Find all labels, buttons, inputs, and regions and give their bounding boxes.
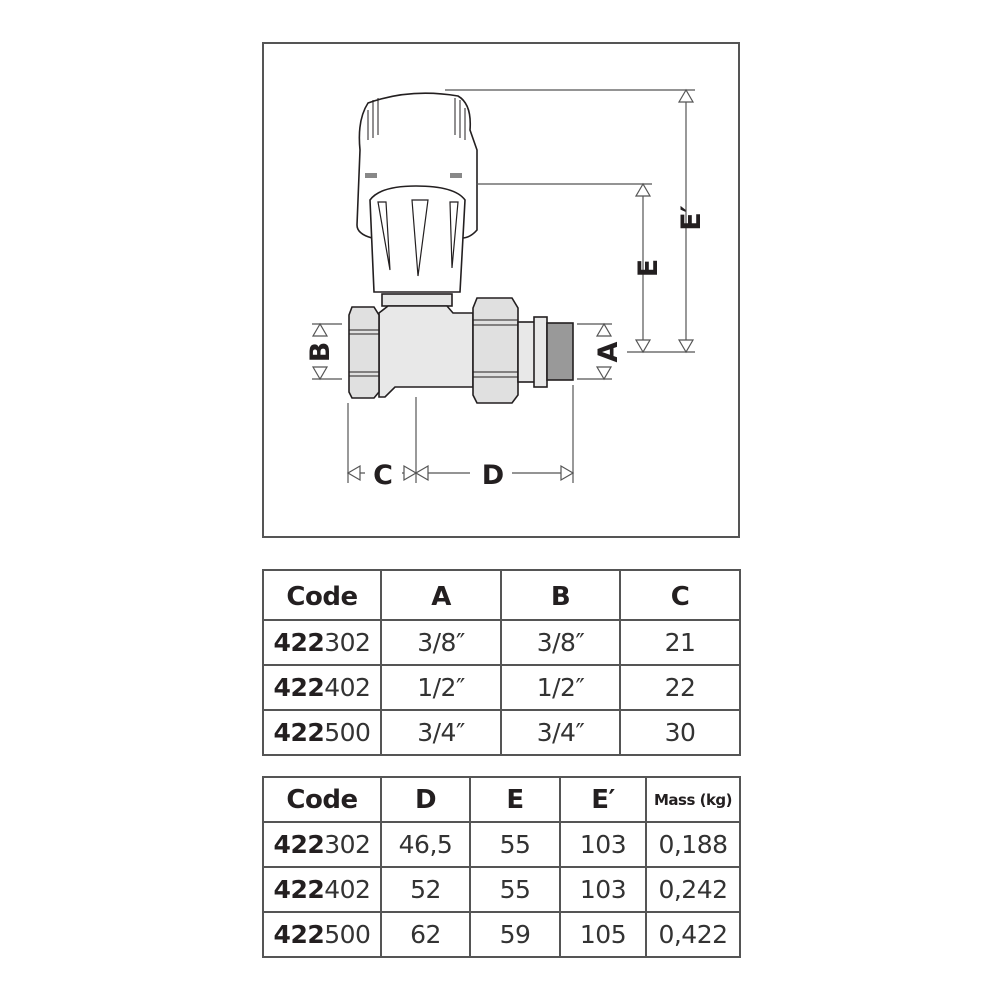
header-a: A [380, 569, 502, 621]
cell-c: 21 [619, 619, 741, 666]
table-row: 422500 3/4″ 3/4″ 30 [262, 709, 741, 756]
header-mass: Mass (kg) [645, 776, 741, 823]
cell-e-prime: 105 [559, 911, 647, 958]
right-union-nut [472, 297, 519, 404]
table-header-row: Code A B C [262, 569, 741, 621]
cell-d: 62 [380, 911, 471, 958]
cell-b: 3/8″ [500, 619, 621, 666]
cell-code: 422302 [262, 619, 382, 666]
cell-e: 59 [469, 911, 561, 958]
cell-e: 55 [469, 866, 561, 913]
cell-e: 55 [469, 821, 561, 868]
header-e-prime: E′ [559, 776, 647, 823]
left-union-nut [348, 306, 380, 399]
cell-mass: 0,422 [645, 911, 741, 958]
cell-mass: 0,242 [645, 866, 741, 913]
cell-e-prime: 103 [559, 866, 647, 913]
dimensions-table-de-mass: Code D E E′ Mass (kg) 422302 46,5 55 103… [262, 776, 741, 958]
table-row: 422302 3/8″ 3/8″ 21 [262, 619, 741, 666]
label-d: D [482, 460, 504, 491]
threaded-end [546, 322, 574, 381]
label-b: B [305, 342, 336, 363]
table-row: 422302 46,5 55 103 0,188 [262, 821, 741, 868]
valve-illustration [348, 92, 574, 404]
header-b: B [500, 569, 621, 621]
cell-b: 3/4″ [500, 709, 621, 756]
cell-a: 3/8″ [380, 619, 502, 666]
cell-a: 1/2″ [380, 664, 502, 711]
cell-c: 22 [619, 664, 741, 711]
table-row: 422402 1/2″ 1/2″ 22 [262, 664, 741, 711]
cell-e-prime: 103 [559, 821, 647, 868]
table-row: 422402 52 55 103 0,242 [262, 866, 741, 913]
cell-c: 30 [619, 709, 741, 756]
label-e: E [633, 259, 664, 277]
header-c: C [619, 569, 741, 621]
cell-code: 422500 [262, 911, 382, 958]
cell-code: 422302 [262, 821, 382, 868]
cell-d: 52 [380, 866, 471, 913]
label-e-prime: E′ [676, 205, 707, 231]
dimension-lines [311, 88, 695, 483]
header-e: E [469, 776, 561, 823]
cell-d: 46,5 [380, 821, 471, 868]
cell-code: 422500 [262, 709, 382, 756]
label-a: A [593, 341, 624, 362]
label-c: C [373, 460, 393, 491]
header-d: D [380, 776, 471, 823]
valve-body [378, 305, 474, 398]
table-header-row: Code D E E′ Mass (kg) [262, 776, 741, 823]
cell-b: 1/2″ [500, 664, 621, 711]
cell-mass: 0,188 [645, 821, 741, 868]
cell-code: 422402 [262, 866, 382, 913]
diagram-frame [262, 42, 740, 538]
table-row: 422500 62 59 105 0,422 [262, 911, 741, 958]
cell-a: 3/4″ [380, 709, 502, 756]
header-code: Code [262, 569, 382, 621]
cell-code: 422402 [262, 664, 382, 711]
dimensions-table-abc: Code A B C 422302 3/8″ 3/8″ 21 422402 1/… [262, 569, 741, 756]
header-code: Code [262, 776, 382, 823]
